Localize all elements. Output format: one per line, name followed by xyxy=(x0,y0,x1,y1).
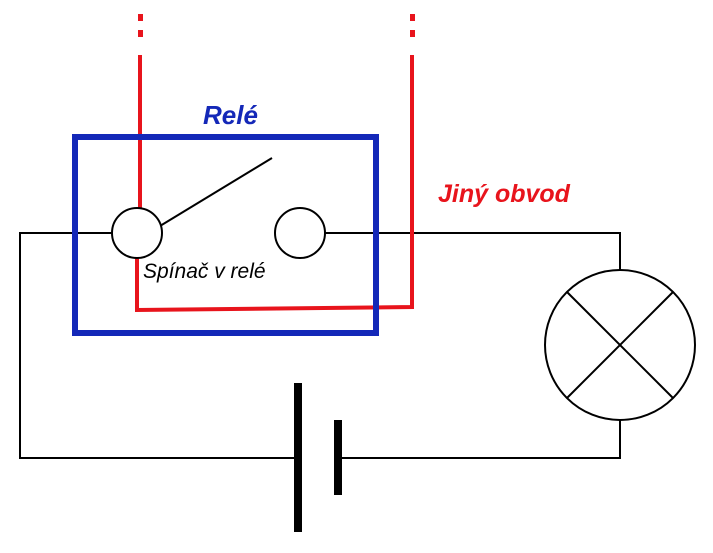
red-dot xyxy=(138,14,143,21)
switch-contact-left xyxy=(111,207,163,259)
other-circuit-wire xyxy=(135,55,414,313)
other-circuit-label: Jiný obvod xyxy=(438,180,571,208)
switch-lever xyxy=(159,157,273,227)
red-dot xyxy=(138,30,143,37)
red-wire-loop xyxy=(135,55,414,313)
battery-symbol xyxy=(294,383,342,532)
wire-right-top xyxy=(325,232,621,270)
other-circuit-continuation-dots xyxy=(138,14,415,37)
lamp-symbol xyxy=(544,269,696,421)
relay-title: Relé xyxy=(203,100,258,130)
red-dot xyxy=(410,14,415,21)
red-dot xyxy=(410,30,415,37)
switch-contact-right xyxy=(274,207,326,259)
lamp-cross-2 xyxy=(566,291,674,399)
wire-right-bottom xyxy=(338,420,621,459)
open-switch-symbol xyxy=(111,157,326,259)
switch-label: Spínač v relé xyxy=(143,260,266,283)
main-circuit xyxy=(19,232,621,459)
relay-box xyxy=(72,134,379,336)
wire-left-top xyxy=(19,232,298,459)
